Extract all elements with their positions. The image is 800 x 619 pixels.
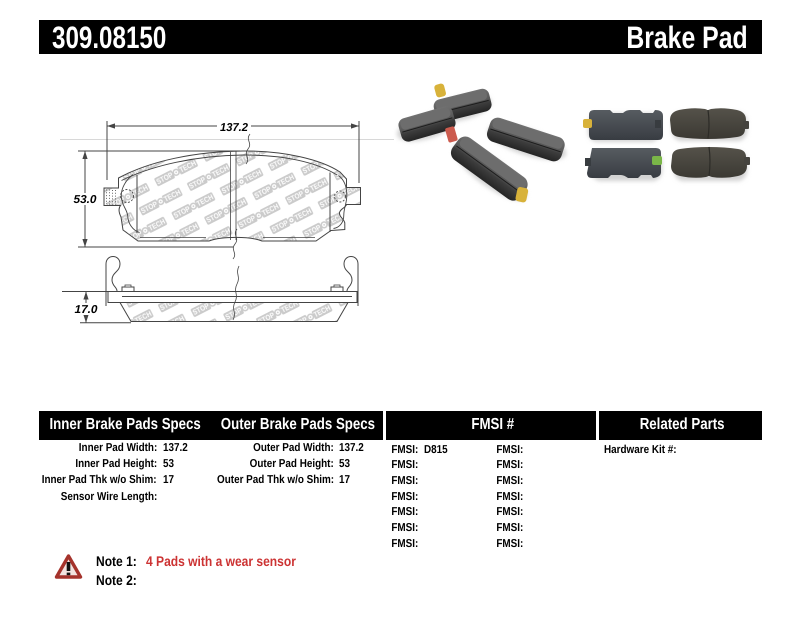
svg-text:137.2: 137.2 [220,122,249,134]
svg-text:17.0: 17.0 [75,304,99,316]
svg-text:53.0: 53.0 [74,194,98,206]
